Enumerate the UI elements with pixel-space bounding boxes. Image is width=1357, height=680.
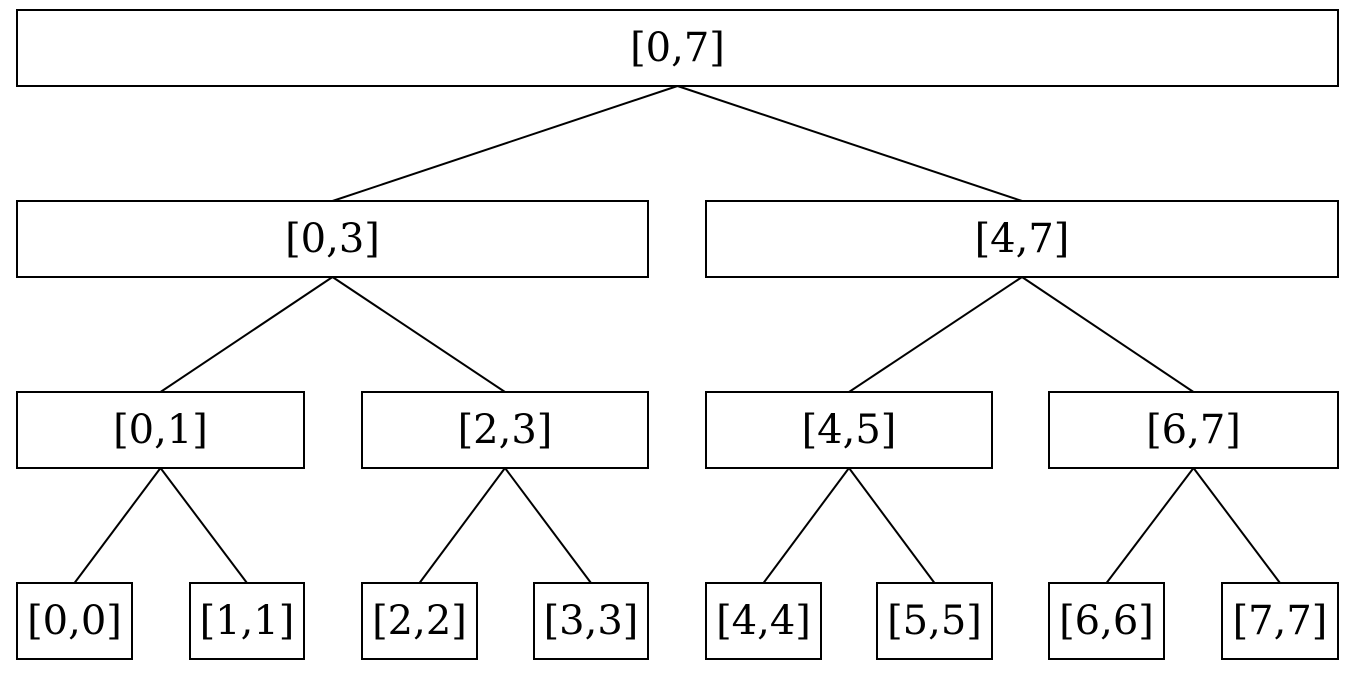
- tree-node-n47: [4,7]: [705, 200, 1339, 278]
- tree-node-n66: [6,6]: [1048, 582, 1165, 660]
- tree-node-n22: [2,2]: [361, 582, 478, 660]
- tree-node-n07: [0,7]: [16, 9, 1339, 87]
- edge-n01-to-n00: [73, 467, 162, 584]
- tree-nodes: [0,7] [0,3] [4,7] [0,1] [2,3] [4,5] [6,7] [0,0]…: [16, 9, 1339, 660]
- tree-node-n23: [2,3]: [361, 391, 649, 469]
- node-box: [876, 582, 993, 660]
- node-label: [2,2]: [372, 598, 467, 644]
- node-label: [6,6]: [1059, 598, 1154, 644]
- node-label: [5,5]: [887, 598, 982, 644]
- node-label: [0,3]: [285, 216, 380, 262]
- tree-node-n11: [1,1]: [189, 582, 305, 660]
- tree-edges: [73, 85, 1281, 584]
- node-label: [0,7]: [630, 25, 725, 71]
- tree-node-n01: [0,1]: [16, 391, 305, 469]
- edge-n45-to-n44: [762, 467, 850, 584]
- tree-node-n33: [3,3]: [533, 582, 649, 660]
- edge-n03-to-n01: [159, 276, 334, 393]
- edge-n07-to-n47: [677, 85, 1023, 202]
- node-box: [1048, 391, 1339, 469]
- tree-node-n45: [4,5]: [705, 391, 993, 469]
- node-box: [189, 582, 305, 660]
- node-box: [361, 391, 649, 469]
- node-box: [16, 391, 305, 469]
- edge-n03-to-n23: [331, 276, 506, 393]
- node-label: [3,3]: [544, 598, 639, 644]
- node-label: [0,0]: [27, 598, 122, 644]
- node-label: [6,7]: [1146, 407, 1241, 453]
- node-box: [1221, 582, 1339, 660]
- node-label: [4,7]: [975, 216, 1070, 262]
- node-box: [1048, 582, 1165, 660]
- edge-n07-to-n03: [332, 85, 678, 202]
- node-box: [16, 582, 133, 660]
- tree-node-n55: [5,5]: [876, 582, 993, 660]
- edge-n23-to-n22: [418, 467, 506, 584]
- edge-n67-to-n77: [1192, 467, 1281, 584]
- node-label: [4,4]: [716, 598, 811, 644]
- edge-n47-to-n45: [848, 276, 1023, 393]
- node-label: [7,7]: [1233, 598, 1328, 644]
- node-box: [705, 582, 822, 660]
- tree-node-n03: [0,3]: [16, 200, 649, 278]
- node-label: [1,1]: [200, 598, 295, 644]
- node-box: [16, 200, 649, 278]
- node-label: [2,3]: [458, 407, 553, 453]
- node-label: [4,5]: [802, 407, 897, 453]
- node-box: [533, 582, 649, 660]
- tree-node-n44: [4,4]: [705, 582, 822, 660]
- edge-n67-to-n66: [1105, 467, 1195, 584]
- node-label: [0,1]: [113, 407, 208, 453]
- node-box: [361, 582, 478, 660]
- edge-n23-to-n33: [504, 467, 592, 584]
- tree-node-n67: [6,7]: [1048, 391, 1339, 469]
- node-box: [705, 391, 993, 469]
- node-box: [705, 200, 1339, 278]
- tree-node-n00: [0,0]: [16, 582, 133, 660]
- edge-n45-to-n55: [848, 467, 936, 584]
- edge-n01-to-n11: [159, 467, 248, 584]
- node-box: [16, 9, 1339, 87]
- edge-n47-to-n67: [1021, 276, 1195, 393]
- tree-node-n77: [7,7]: [1221, 582, 1339, 660]
